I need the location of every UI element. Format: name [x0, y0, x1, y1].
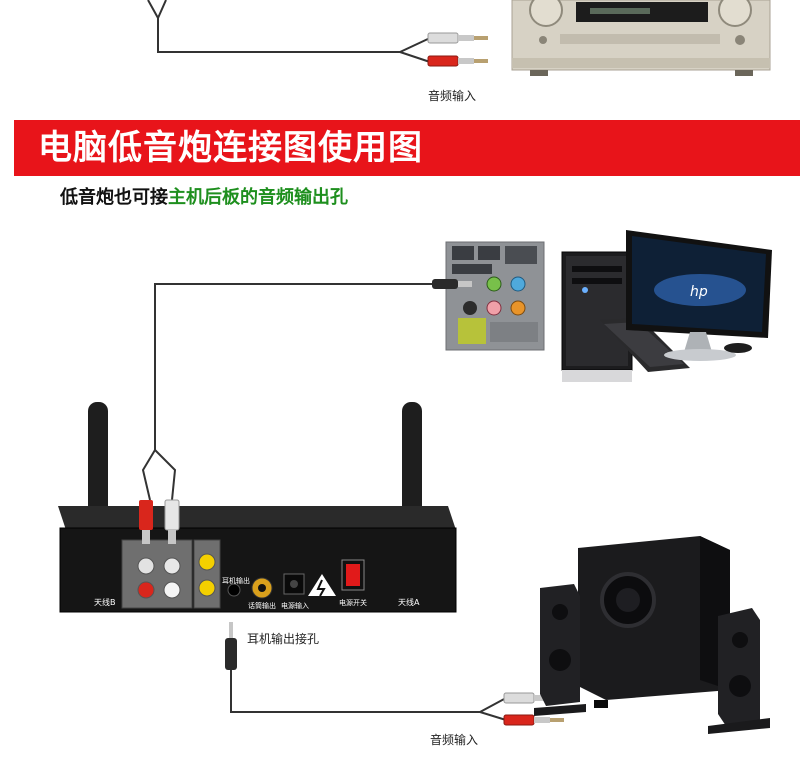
top-audio-input-label: 音频输入: [428, 87, 476, 104]
subwoofer-speaker-icon: [578, 536, 730, 708]
bottom-audio-input-label: 音频输入: [430, 731, 478, 748]
speaker-audio-cable: [231, 670, 506, 712]
antenna-a-label: 天线A: [398, 597, 420, 607]
pc-rear-panel-icon: [446, 242, 544, 350]
pc-audio-cable: [155, 284, 440, 450]
pc-tower-icon: [562, 252, 632, 382]
rca-plug-red-icon: [428, 56, 488, 66]
subtitle-part1: 低音炮也可接: [60, 187, 168, 208]
left-satellite-speaker-icon: [534, 584, 586, 716]
mouse-icon: [724, 343, 752, 353]
svg-text:hp: hp: [690, 284, 708, 300]
wireless-receiver-icon: [58, 506, 456, 612]
power-switch-label: 电源开关: [339, 598, 367, 607]
antenna-b-label: 天线B: [94, 597, 116, 607]
power-in-label: 电源输入: [281, 601, 309, 610]
speaker-rca-plug-red-icon: [504, 715, 564, 725]
headphone-jack-label: 耳机输出接孔: [247, 630, 319, 647]
av-amplifier-icon: [512, 0, 770, 76]
top-connection-illustration: [0, 0, 800, 118]
subtitle-part2: 主机后板的音频输出孔: [168, 187, 348, 208]
connection-diagram: hp: [0, 220, 800, 764]
rca-plug-white-icon: [428, 33, 488, 43]
subtitle: 低音炮也可接主机后板的音频输出孔: [60, 186, 348, 210]
page-title: 电脑低音炮连接图使用图: [38, 127, 423, 169]
headphone-plug-icon: [225, 622, 237, 670]
headphone-out-label: 耳机输出: [222, 576, 250, 585]
mic-out-label: 话筒输出: [248, 601, 276, 610]
